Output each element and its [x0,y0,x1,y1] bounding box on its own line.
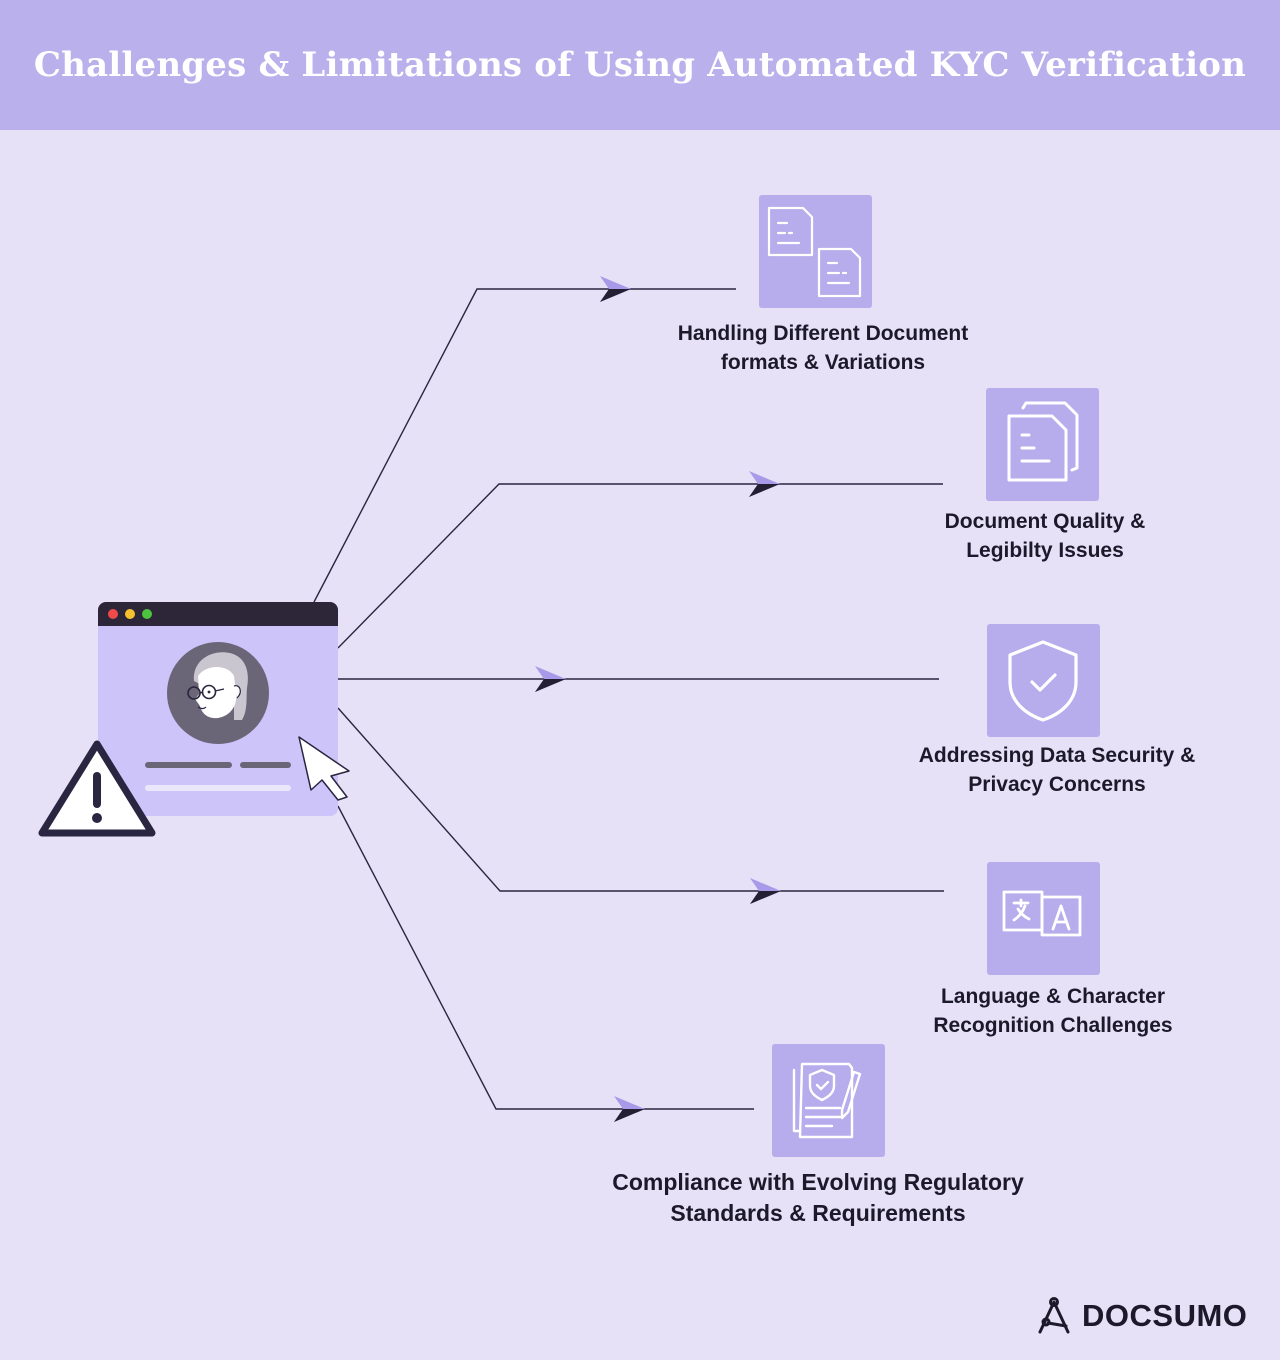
tile-documents [759,195,872,308]
connector-4 [337,707,944,892]
header-banner: Challenges & Limitations of Using Automa… [0,0,1280,130]
tile-language [987,862,1100,975]
tile-compliance [772,1044,885,1157]
maximize-dot-icon [142,609,152,619]
challenge-label-3: Addressing Data Security &Privacy Concer… [918,744,1196,796]
user-avatar-icon [145,642,291,791]
arrowhead-5 [614,1096,645,1122]
arrowhead-3 [535,666,566,692]
page-title: Challenges & Limitations of Using Automa… [33,45,1247,85]
brand-name: DOCSUMO [1082,1298,1248,1333]
tile-document-quality [986,388,1099,501]
browser-window-illustration [98,602,338,816]
browser-title-bar [98,602,338,626]
translate-icon [1002,890,1082,937]
compliance-document-icon [792,1062,862,1139]
document-copy-icon [1007,401,1079,482]
arrowhead-2 [749,471,780,497]
connector-1 [313,288,736,603]
connector-5 [337,805,754,1110]
docsumo-logo: DOCSUMO [1036,1296,1247,1336]
arrowhead-4 [750,878,781,904]
close-dot-icon [108,609,118,619]
challenge-label-2: Document Quality &Legibilty Issues [944,510,1146,562]
tile-data-security [987,624,1100,737]
connector-2 [337,483,943,649]
documents-icon [767,206,862,298]
minimize-dot-icon [125,609,135,619]
arrowhead-1 [600,276,631,302]
arrowheads [535,276,781,1122]
shield-check-icon [1008,640,1078,722]
docsumo-logo-icon [1038,1297,1070,1334]
